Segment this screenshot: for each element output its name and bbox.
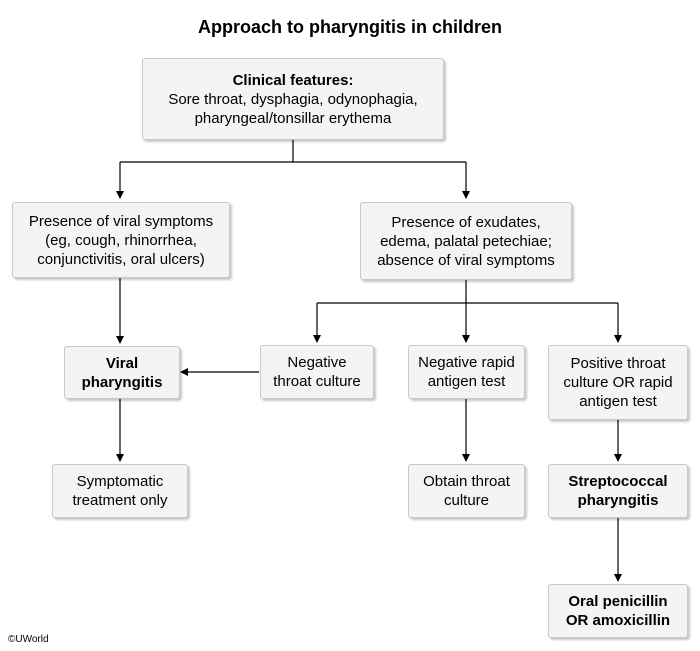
- negative-rapid-box: Negative rapid antigen test: [408, 345, 525, 399]
- obtain-culture-box: Obtain throat culture: [408, 464, 525, 518]
- clinical-features-box: Clinical features: Sore throat, dysphagi…: [142, 58, 444, 140]
- treatment-box: Oral penicillin OR amoxicillin: [548, 584, 688, 638]
- negative-culture-box: Negative throat culture: [260, 345, 374, 399]
- clinical-features-text: Sore throat, dysphagia, odynophagia, pha…: [168, 90, 418, 127]
- diagram-title: Approach to pharyngitis in children: [197, 17, 503, 37]
- obtain-culture-text: Obtain throat culture: [423, 473, 510, 509]
- viral-pharyngitis-text: Viral pharyngitis: [81, 354, 163, 391]
- positive-test-text: Positive throat culture OR rapid antigen…: [563, 355, 673, 410]
- positive-test-box: Positive throat culture OR rapid antigen…: [548, 345, 688, 420]
- negative-culture-text: Negative throat culture: [273, 354, 361, 390]
- viral-pharyngitis-box: Viral pharyngitis: [64, 346, 180, 399]
- negative-rapid-text: Negative rapid antigen test: [418, 354, 515, 390]
- symptomatic-text: Symptomatic treatment only: [72, 473, 168, 509]
- symptomatic-box: Symptomatic treatment only: [52, 464, 188, 518]
- strep-pharyngitis-box: Streptococcal pharyngitis: [548, 464, 688, 518]
- exudates-box: Presence of exudates, edema, palatal pet…: [360, 202, 572, 280]
- viral-symptoms-text: Presence of viral symptoms (eg, cough, r…: [28, 212, 214, 268]
- copyright-text: ©UWorld: [8, 634, 49, 645]
- clinical-features-heading: Clinical features:: [232, 71, 354, 89]
- strep-pharyngitis-text: Streptococcal pharyngitis: [568, 473, 668, 509]
- treatment-text: Oral penicillin OR amoxicillin: [565, 593, 671, 629]
- exudates-text: Presence of exudates, edema, palatal pet…: [377, 213, 555, 269]
- viral-symptoms-box: Presence of viral symptoms (eg, cough, r…: [12, 202, 230, 278]
